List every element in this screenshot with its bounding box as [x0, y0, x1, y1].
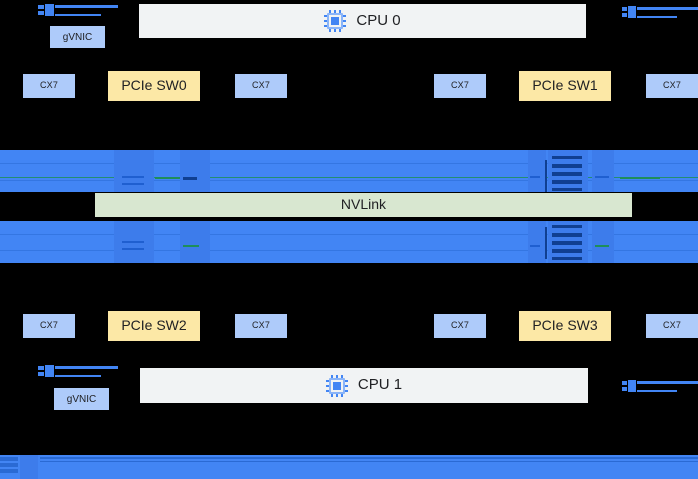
- cpu0-label: CPU 0: [356, 11, 401, 29]
- cpu1-box[interactable]: CPU 1: [140, 368, 588, 403]
- cx7-l3-label: CX7: [662, 320, 682, 331]
- cx7-l0-label: CX7: [39, 320, 59, 331]
- cx7-u1-label: CX7: [251, 80, 271, 91]
- pcie-sw2-label: PCIe SW2: [121, 317, 187, 334]
- gvnic-left-link-icon: [38, 3, 118, 19]
- pcie-sw0-label: PCIe SW0: [121, 77, 187, 94]
- cx7-l1-label: CX7: [251, 320, 271, 331]
- cpu-chip-icon: [325, 374, 348, 397]
- cx7-l3[interactable]: CX7: [646, 314, 698, 338]
- gvnic-left-label-top: gVNIC: [50, 26, 105, 48]
- cx7-l2-label: CX7: [450, 320, 470, 331]
- cx7-l0[interactable]: CX7: [23, 314, 75, 338]
- cx7-l1[interactable]: CX7: [235, 314, 287, 338]
- cx7-l2[interactable]: CX7: [434, 314, 486, 338]
- gvnic-left-link-icon-bottom: [38, 364, 118, 380]
- nvlink-box[interactable]: NVLink: [95, 193, 632, 217]
- cx7-u0[interactable]: CX7: [23, 74, 75, 98]
- cx7-u2-label: CX7: [450, 80, 470, 91]
- gpu-band-lower: [0, 221, 698, 263]
- cx7-u2[interactable]: CX7: [434, 74, 486, 98]
- cpu1-label: CPU 1: [357, 376, 403, 394]
- gvnic-left-text-bottom: gVNIC: [66, 393, 97, 405]
- gvnic-right-link-icon-top: [622, 5, 698, 21]
- cpu-chip-icon: [324, 10, 347, 32]
- cpu0-box[interactable]: CPU 0: [139, 4, 586, 38]
- network-fabric-bar: [0, 455, 698, 479]
- cx7-u0-label: CX7: [39, 80, 59, 91]
- nvlink-label: NVLink: [340, 196, 387, 213]
- gvnic-right-link-icon-bottom: [622, 379, 698, 395]
- gpu-band-upper: [0, 150, 698, 192]
- gvnic-left-label-bottom: gVNIC: [54, 388, 109, 410]
- pcie-sw3-label: PCIe SW3: [532, 317, 598, 334]
- gvnic-left-text-top: gVNIC: [62, 31, 93, 43]
- pcie-sw2[interactable]: PCIe SW2: [108, 311, 200, 341]
- pcie-sw1[interactable]: PCIe SW1: [519, 71, 611, 101]
- cx7-u3-label: CX7: [662, 80, 682, 91]
- pcie-sw0[interactable]: PCIe SW0: [108, 71, 200, 101]
- pcie-sw1-label: PCIe SW1: [532, 77, 598, 94]
- pcie-sw3[interactable]: PCIe SW3: [519, 311, 611, 341]
- cx7-u3[interactable]: CX7: [646, 74, 698, 98]
- cx7-u1[interactable]: CX7: [235, 74, 287, 98]
